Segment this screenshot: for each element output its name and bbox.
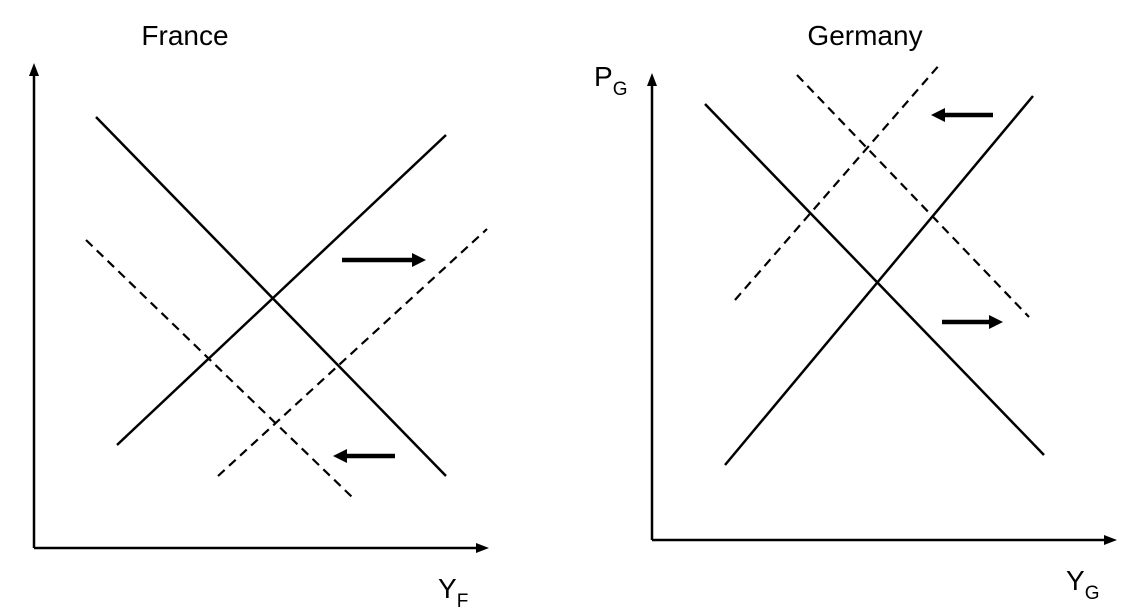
supply-curve <box>724 95 1034 466</box>
panel-germany: Germany PG YG <box>594 20 1117 604</box>
axes <box>29 63 489 553</box>
panel-france: France YF <box>29 20 489 612</box>
demand-curve <box>95 116 447 477</box>
shifted-supply-curve <box>217 228 488 477</box>
shift-arrow-right <box>942 315 1003 329</box>
panel-title: France <box>141 20 228 51</box>
shifted-demand-curve <box>85 239 353 498</box>
shift-arrow-left <box>333 449 395 463</box>
shift-arrow-left <box>931 108 993 122</box>
shifted-supply-curve <box>734 62 942 301</box>
x-axis-arrowhead <box>476 543 489 553</box>
y-axis-arrowhead <box>29 63 39 76</box>
shift-arrow-right <box>342 253 426 267</box>
axes <box>647 73 1117 545</box>
y-axis-arrowhead <box>647 73 657 86</box>
supply-curve <box>116 134 447 446</box>
x-axis-arrowhead <box>1104 535 1117 545</box>
demand-curve <box>704 103 1045 456</box>
shifted-demand-curve <box>796 74 1030 318</box>
x-axis-label: YF <box>438 573 468 612</box>
y-axis-label: PG <box>594 61 627 100</box>
panel-title: Germany <box>807 20 922 51</box>
x-axis-label: YG <box>1066 565 1099 604</box>
